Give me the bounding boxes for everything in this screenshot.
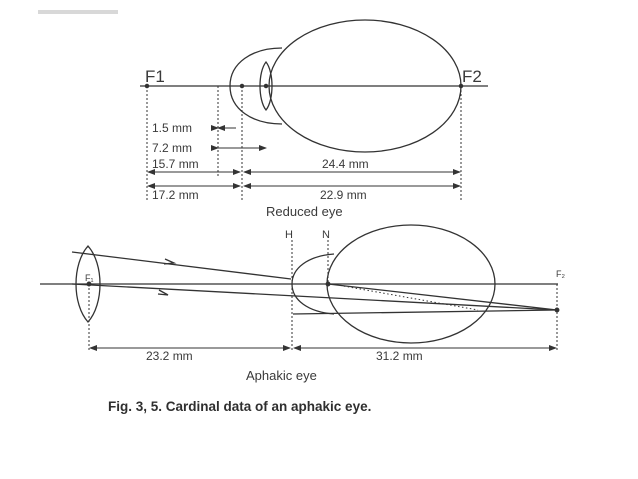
reduced-eye-title: Reduced eye [266, 204, 343, 219]
n-label: N [322, 229, 330, 241]
reduced-eye-diagram [140, 19, 488, 202]
measure-23-2mm: 23.2 mm [146, 349, 193, 363]
scan-smudge [38, 10, 118, 14]
ray-lower [71, 283, 558, 311]
h-label: H [285, 229, 293, 241]
dotted-ray [331, 283, 479, 311]
reduced-f2-label: F2 [462, 67, 482, 86]
reduced-f1-label: F1 [145, 67, 165, 86]
reduced-lens [259, 60, 273, 112]
measure-1-5mm: 1.5 mm [152, 121, 192, 135]
ray-retina [292, 309, 558, 315]
f1-point [144, 83, 150, 89]
measure-15-7mm: 15.7 mm [152, 157, 199, 171]
f2-aphakic-label: F₂ [556, 269, 565, 279]
measure-22-9mm: 22.9 mm [320, 188, 367, 202]
f2-point [458, 83, 464, 89]
node-point [239, 83, 245, 89]
f1-aphakic-label: F₁ [85, 273, 94, 283]
aphakic-eye-diagram [40, 224, 560, 352]
f2-focus-point [554, 307, 560, 313]
lens-center-point [263, 83, 269, 89]
ray-upper [71, 251, 292, 280]
ray-lower-arrow [157, 289, 169, 296]
f1-aphakic-point [86, 281, 92, 287]
measure-31-2mm: 31.2 mm [376, 349, 423, 363]
ray-nodal [327, 283, 558, 311]
aphakic-eye-title: Aphakic eye [246, 368, 317, 383]
correcting-lens [75, 245, 101, 323]
figure-caption: Fig. 3, 5. Cardinal data of an aphakic e… [108, 399, 371, 414]
measure-24-4mm: 24.4 mm [322, 157, 369, 171]
measure-7-2mm: 7.2 mm [152, 141, 192, 155]
measure-17-2mm: 17.2 mm [152, 188, 199, 202]
ray-upper-arrow [163, 258, 177, 265]
n-point [325, 281, 331, 287]
reduced-cornea [229, 47, 283, 125]
